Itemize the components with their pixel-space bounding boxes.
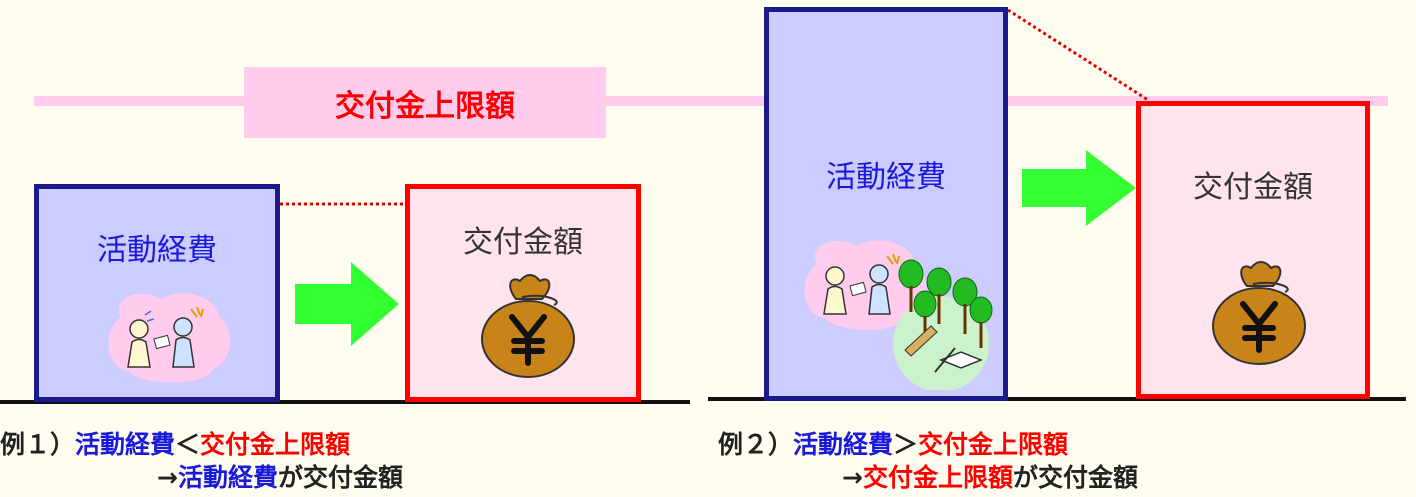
money-bag-yen-icon-2 — [1212, 261, 1306, 365]
example2-caption-expense: 活動経費 — [793, 430, 894, 459]
people-consulting-icon — [108, 293, 231, 383]
people-consulting-icon-2 — [804, 240, 927, 330]
example2-grant-label: 交付金額 — [1193, 170, 1313, 205]
example1-grant-box: 交付金額 — [405, 184, 641, 402]
forest-work-icon — [893, 259, 993, 390]
example1-expense-label: 活動経費 — [97, 233, 217, 268]
money-bag-yen-icon — [481, 274, 575, 378]
example2-ground — [708, 397, 1406, 401]
example2-expense-box: 活動経費 — [764, 7, 1008, 401]
example1-result-subject: 活動経費 — [177, 463, 278, 492]
example1-relation: ＜ — [175, 430, 201, 459]
example1-prefix: 例１） — [0, 430, 76, 459]
example1-expense-box: 活動経費 — [34, 184, 280, 402]
example2-expense-label: 活動経費 — [826, 160, 946, 195]
example2-arrow-right-icon — [1022, 150, 1136, 226]
example2-connector — [1007, 8, 1149, 102]
example1-arrow-text: → — [157, 463, 178, 492]
limit-label: 交付金上限額 — [335, 88, 515, 124]
example1-ground — [0, 400, 690, 404]
example2-result-suffix: が交付金額 — [1012, 463, 1138, 492]
example2-caption-limit: 交付金上限額 — [918, 430, 1069, 459]
example1-result-suffix: が交付金額 — [277, 463, 403, 492]
limit-label-box: 交付金上限額 — [244, 67, 606, 138]
example1-caption-limit: 交付金上限額 — [200, 430, 351, 459]
example1-grant-label: 交付金額 — [463, 225, 583, 260]
example2-prefix: 例２） — [718, 430, 794, 459]
example1-caption-line2: →活動経費が交付金額 — [157, 458, 403, 494]
limit-line — [34, 96, 1388, 106]
example1-caption-expense: 活動経費 — [75, 430, 176, 459]
example1-caption-line1: 例１）活動経費＜交付金上限額 — [0, 425, 350, 461]
example2-grant-box: 交付金額 — [1136, 101, 1370, 399]
example2-arrow-text: → — [842, 463, 863, 492]
example2-caption-line2: →交付金上限額が交付金額 — [842, 458, 1138, 494]
example2-caption-line1: 例２）活動経費＞交付金上限額 — [718, 425, 1068, 461]
example2-relation: ＞ — [893, 430, 919, 459]
example1-arrow-right-icon — [295, 262, 399, 346]
example2-result-subject: 交付金上限額 — [862, 463, 1013, 492]
